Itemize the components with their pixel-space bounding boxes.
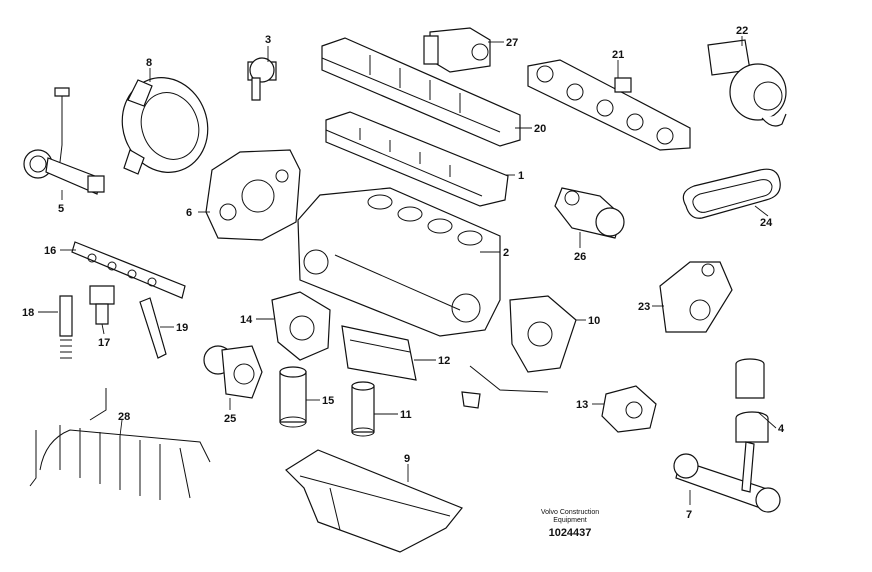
brand-line-1: Volvo Construction bbox=[541, 509, 599, 516]
part-engine-block bbox=[297, 187, 501, 337]
callout-21: 21 bbox=[612, 49, 624, 61]
callout-17: 17 bbox=[98, 337, 110, 349]
callout-3: 3 bbox=[265, 34, 271, 46]
callout-22: 22 bbox=[736, 25, 748, 37]
callout-labels: 1 2 3 4 5 6 7 8 9 10 11 12 13 14 15 16 1… bbox=[22, 25, 785, 521]
callout-15: 15 bbox=[322, 395, 334, 407]
part-hydraulic-pump bbox=[203, 345, 263, 399]
part-oil-filter bbox=[279, 366, 307, 428]
callout-8: 8 bbox=[146, 57, 152, 69]
part-starter-motor bbox=[554, 187, 625, 239]
part-coolant-housing bbox=[601, 385, 657, 433]
callout-11: 11 bbox=[400, 409, 412, 421]
part-dipstick-tube bbox=[461, 365, 549, 409]
part-water-pump bbox=[659, 261, 733, 333]
brand-line-2: Equipment bbox=[553, 517, 587, 524]
callout-5: 5 bbox=[58, 203, 64, 215]
callout-2: 2 bbox=[503, 247, 509, 259]
callout-4: 4 bbox=[778, 423, 785, 435]
callout-20: 20 bbox=[534, 123, 546, 135]
callout-23: 23 bbox=[638, 301, 650, 313]
part-drive-belt bbox=[682, 168, 781, 219]
callout-24: 24 bbox=[760, 217, 773, 229]
part-solenoid bbox=[423, 27, 491, 73]
callout-12: 12 bbox=[438, 355, 450, 367]
part-timing-cover bbox=[205, 149, 301, 241]
part-turbocharger bbox=[707, 39, 787, 127]
callout-18: 18 bbox=[22, 307, 34, 319]
callout-13: 13 bbox=[576, 399, 588, 411]
part-sensor-gear bbox=[23, 87, 105, 195]
callout-6: 6 bbox=[186, 207, 192, 219]
callout-9: 9 bbox=[404, 453, 410, 465]
callout-26: 26 bbox=[574, 251, 586, 263]
drawing-number: 1024437 bbox=[549, 527, 592, 539]
part-flywheel-housing bbox=[121, 77, 209, 175]
callout-7: 7 bbox=[686, 509, 692, 521]
part-pressure-valve bbox=[89, 285, 115, 325]
part-injector-spring bbox=[59, 295, 73, 359]
callout-1: 1 bbox=[518, 170, 524, 182]
part-crankshaft bbox=[673, 441, 781, 513]
part-piston-liner bbox=[735, 358, 769, 443]
callout-14: 14 bbox=[240, 314, 253, 326]
part-cylinder-head bbox=[325, 111, 509, 207]
part-oil-sump bbox=[285, 449, 463, 553]
part-fuel-rail bbox=[71, 241, 186, 299]
callout-10: 10 bbox=[588, 315, 600, 327]
part-intake-manifold bbox=[321, 37, 521, 147]
part-exhaust-manifold bbox=[527, 59, 691, 151]
callout-19: 19 bbox=[176, 322, 188, 334]
callout-28: 28 bbox=[118, 411, 130, 423]
part-wiring-harness bbox=[29, 388, 211, 500]
callout-16: 16 bbox=[44, 245, 56, 257]
callout-27: 27 bbox=[506, 37, 518, 49]
part-oil-filter-housing bbox=[271, 291, 331, 361]
drawing-footer: Volvo Construction Equipment 1024437 bbox=[541, 509, 599, 539]
leader-lines bbox=[38, 36, 777, 505]
part-front-cover bbox=[509, 295, 577, 373]
part-injector bbox=[139, 297, 167, 359]
part-oil-cooler bbox=[341, 325, 417, 381]
callout-25: 25 bbox=[224, 413, 236, 425]
part-fuel-filter bbox=[351, 381, 375, 437]
part-thermostat bbox=[247, 57, 277, 101]
